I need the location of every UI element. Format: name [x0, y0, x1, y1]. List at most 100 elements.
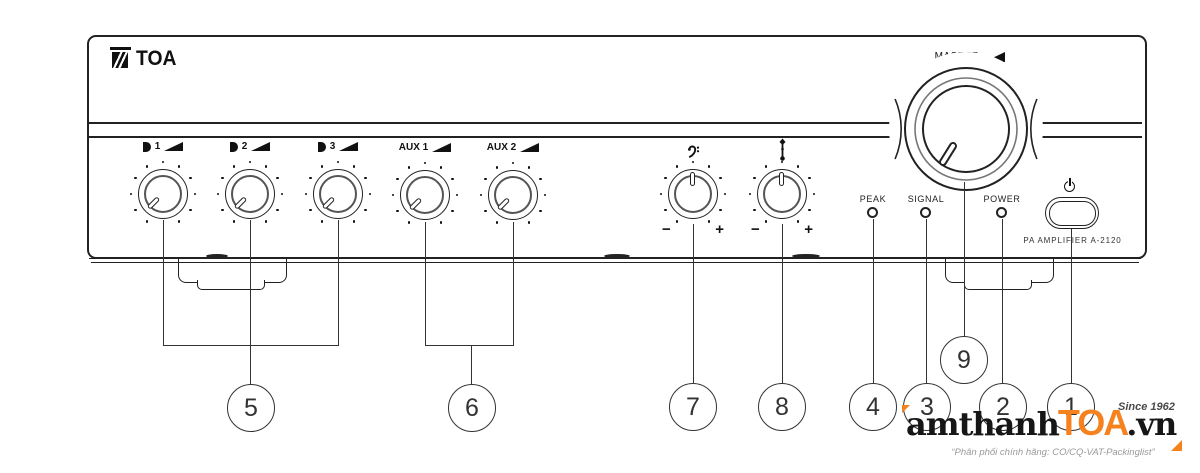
callout-bracket: [425, 345, 514, 347]
mic1-label: 1: [113, 141, 213, 152]
watermark-tagline: “Phân phối chính hãng: CO/CQ-VAT-Packing…: [951, 447, 1155, 458]
panel-band-bottom-line: [88, 136, 1142, 138]
mic-icon: [317, 141, 326, 152]
watermark-since: Since 1962: [1118, 401, 1175, 413]
callout-6-number: 6: [465, 393, 479, 422]
callout-line: [1071, 229, 1073, 383]
callout-2: 2: [979, 383, 1027, 431]
callout-line: [964, 182, 966, 336]
watermark-logo: amthanh TOA .vn: [906, 402, 1177, 444]
callout-line: [782, 224, 784, 383]
right-foot: [945, 256, 1054, 283]
volume-icon: [432, 143, 452, 152]
mic-icon: [229, 141, 238, 152]
callout-5: 5: [227, 384, 275, 432]
watermark-brand-suffix: .vn: [1126, 405, 1177, 443]
chassis-bump: [792, 254, 820, 258]
aux1-text: AUX 1: [398, 142, 429, 153]
toa-logo-bar: [110, 47, 131, 50]
callout-line: [163, 220, 165, 345]
watermark-accent-triangle: [902, 405, 910, 413]
mic2-knob: 2: [216, 141, 284, 227]
left-foot-pad: [197, 280, 265, 290]
panel-bottom-edge: [89, 258, 1141, 260]
callout-7-number: 7: [686, 392, 700, 421]
callout-9: 9: [940, 336, 988, 384]
callout-3: 3: [903, 383, 951, 431]
peak-label: PEAK: [859, 194, 887, 204]
watermark-corner-triangle: [1171, 440, 1182, 451]
bass-knob: − +: [659, 145, 727, 238]
chassis-bump: [604, 254, 630, 258]
aux1-label: AUX 1: [375, 142, 475, 153]
callout-line: [425, 222, 427, 345]
mic1-number: 1: [154, 141, 161, 152]
callout-4-number: 4: [866, 392, 880, 421]
signal-label: SIGNAL: [907, 194, 945, 204]
aux2-knob: AUX 2: [479, 142, 547, 228]
mic3-label: 3: [288, 141, 388, 152]
volume-icon: [984, 51, 1006, 62]
aux2-label: AUX 2: [463, 142, 563, 153]
mic2-number: 2: [241, 141, 248, 152]
mic3-knob: 3: [304, 141, 372, 227]
panel-bottom-edge-2: [91, 261, 1139, 263]
volume-icon: [164, 142, 184, 151]
callout-1-number: 1: [1064, 392, 1078, 421]
toa-logo-text: TOA: [136, 47, 177, 70]
callout-7: 7: [669, 383, 717, 431]
knob-pointer: [779, 172, 784, 186]
callout-line: [250, 220, 252, 384]
callout-5-number: 5: [244, 393, 258, 422]
mic2-label: 2: [200, 141, 300, 152]
toa-logo-icon: [112, 52, 128, 68]
signal-led: [920, 207, 931, 218]
callout-line: [513, 222, 515, 345]
mic-icon: [142, 141, 151, 152]
callout-line: [1002, 219, 1004, 383]
left-foot: [178, 256, 287, 283]
watermark-brand-toa: TOA: [1057, 402, 1129, 443]
callout-line: [926, 219, 928, 383]
right-foot-pad: [964, 280, 1032, 290]
callout-4: 4: [849, 383, 897, 431]
chassis-bump: [206, 254, 228, 258]
mic1-knob: 1: [129, 141, 197, 227]
panel-band-top-line: [88, 122, 1142, 124]
watermark: Since 1962 amthanh TOA .vn “Phân phối ch…: [900, 393, 1200, 465]
treble-knob: − +: [748, 138, 816, 238]
bass-clef-icon: [688, 145, 700, 159]
aux2-text: AUX 2: [486, 142, 517, 153]
callout-2-number: 2: [996, 392, 1010, 421]
callout-bracket: [163, 345, 339, 347]
volume-icon: [251, 142, 271, 151]
master-knob: [889, 52, 1043, 206]
callout-3-number: 3: [920, 392, 934, 421]
knob-pointer: [690, 172, 695, 186]
power-led: [996, 207, 1007, 218]
bass-minus-label: −: [662, 221, 671, 238]
bass-plus-label: +: [715, 221, 724, 238]
treble-clef-icon: [779, 138, 786, 161]
model-text: PA AMPLIFIER A-2120: [1023, 236, 1122, 245]
volume-icon: [339, 142, 359, 151]
mic3-number: 3: [329, 141, 336, 152]
callout-line: [693, 224, 695, 383]
treble-minus-label: −: [751, 221, 760, 238]
peak-led: [867, 207, 878, 218]
callout-line: [873, 219, 875, 383]
callout-line: [338, 220, 340, 345]
watermark-brand-prefix: amthanh: [906, 405, 1060, 443]
treble-plus-label: +: [804, 221, 813, 238]
callout-1: 1: [1047, 383, 1095, 431]
callout-6: 6: [448, 384, 496, 432]
power-button: [1045, 197, 1099, 229]
aux1-knob: AUX 1: [391, 142, 459, 228]
power-icon: [1063, 178, 1077, 193]
power-label: POWER: [983, 194, 1021, 204]
callout-9-number: 9: [957, 345, 971, 374]
callout-8: 8: [758, 383, 806, 431]
toa-logo: TOA: [110, 47, 230, 73]
callout-8-number: 8: [775, 392, 789, 421]
